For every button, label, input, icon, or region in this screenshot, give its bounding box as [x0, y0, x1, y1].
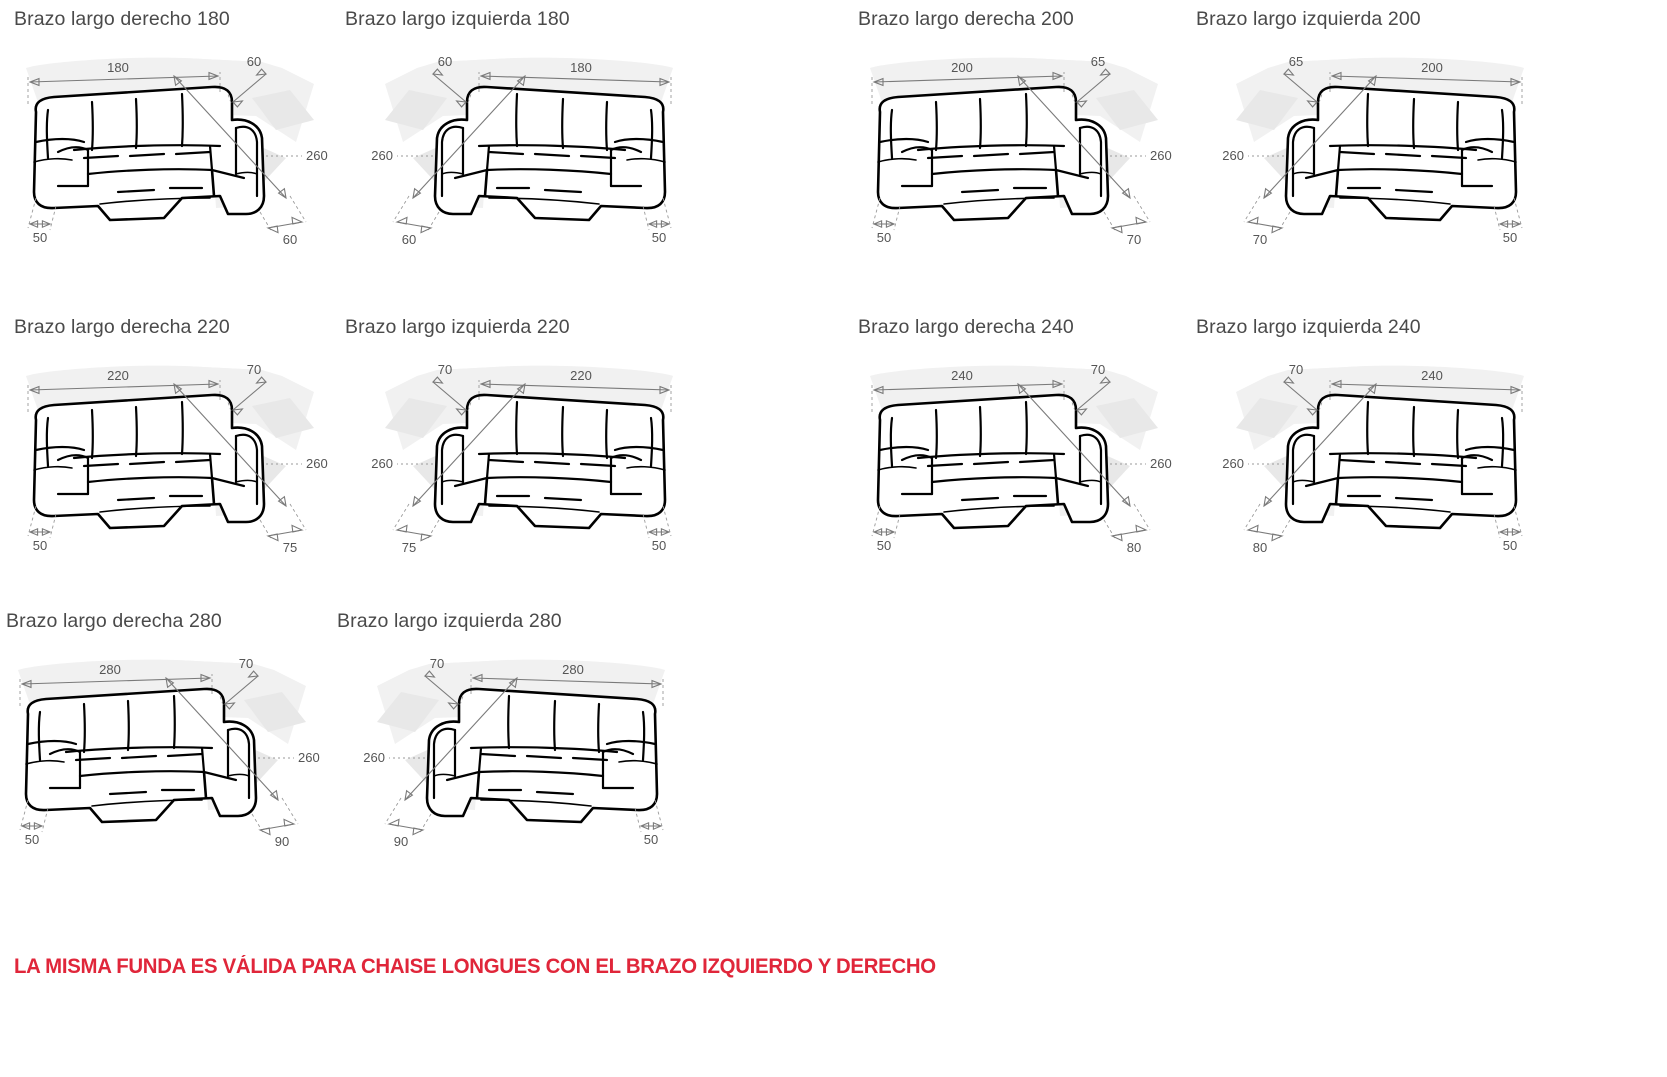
dim-depth-label: 260: [1150, 456, 1172, 471]
dim-depth-label: 260: [298, 750, 320, 765]
dim-width-label: 280: [99, 662, 121, 677]
dim-width-label: 240: [1421, 368, 1443, 383]
panel-title: Brazo largo derecha 280: [6, 610, 222, 632]
dim-chaise-label: 60: [283, 232, 297, 246]
dim-arm-label: 70: [438, 362, 452, 377]
panel-title: Brazo largo derecha 200: [858, 8, 1074, 30]
validity-banner: LA MISMA FUNDA ES VÁLIDA PARA CHAISE LON…: [14, 955, 936, 978]
sofa-diagram: 200 65 260 70 50: [1196, 46, 1536, 246]
sofa-diagram: 220 70 260 75 50: [345, 354, 685, 554]
sofa-size-panel: Brazo largo izquierda 180: [345, 8, 685, 258]
dim-depth-label: 260: [306, 456, 328, 471]
dim-width-label: 180: [570, 60, 592, 75]
dim-arm-label: 65: [1091, 54, 1105, 69]
dim-chaise-label: 90: [394, 834, 408, 848]
dim-arm-label: 60: [247, 54, 261, 69]
dim-width-label: 200: [951, 60, 973, 75]
sofa-diagram: 180 60 260 60 50: [345, 46, 685, 246]
dim-arm-label: 70: [247, 362, 261, 377]
sofa-diagram: 220 70 260 75 50: [14, 354, 354, 554]
panel-title: Brazo largo derecho 180: [14, 8, 230, 30]
sofa-size-panel: Brazo largo derecha 280: [6, 610, 346, 860]
dim-chaise-label: 75: [283, 540, 297, 554]
dim-side-label: 50: [644, 832, 658, 847]
dim-arm-label: 65: [1289, 54, 1303, 69]
dim-chaise-label: 70: [1127, 232, 1141, 246]
dim-chaise-label: 90: [275, 834, 289, 848]
sofa-diagram: 280 70 260 90 50: [6, 648, 346, 848]
dim-width-label: 220: [107, 368, 129, 383]
panel-title: Brazo largo derecha 240: [858, 316, 1074, 338]
dim-side-label: 50: [877, 230, 891, 245]
panel-title: Brazo largo derecha 220: [14, 316, 230, 338]
dim-depth-label: 260: [1222, 456, 1244, 471]
dim-side-label: 50: [33, 230, 47, 245]
dim-side-label: 50: [1503, 538, 1517, 553]
dim-chaise-label: 80: [1127, 540, 1141, 554]
dim-chaise-label: 60: [402, 232, 416, 246]
dim-arm-label: 70: [430, 656, 444, 671]
dim-width-label: 200: [1421, 60, 1443, 75]
panel-title: Brazo largo izquierda 200: [1196, 8, 1421, 30]
dim-depth-label: 260: [371, 456, 393, 471]
dim-width-label: 220: [570, 368, 592, 383]
dim-side-label: 50: [25, 832, 39, 847]
dim-chaise-label: 75: [402, 540, 416, 554]
dim-side-label: 50: [33, 538, 47, 553]
sofa-size-panel: Brazo largo derecha 240: [858, 316, 1198, 566]
dim-chaise-label: 70: [1253, 232, 1267, 246]
panel-title: Brazo largo izquierda 280: [337, 610, 562, 632]
dim-depth-label: 260: [1222, 148, 1244, 163]
sofa-diagram: 280 70 260 90 50: [337, 648, 677, 848]
dim-side-label: 50: [652, 230, 666, 245]
dim-depth-label: 260: [306, 148, 328, 163]
dim-side-label: 50: [652, 538, 666, 553]
dim-side-label: 50: [1503, 230, 1517, 245]
sofa-diagram: 200 65 260 70 50: [858, 46, 1198, 246]
sofa-diagram: 180 60 260 60 50: [14, 46, 354, 246]
panel-title: Brazo largo izquierda 240: [1196, 316, 1421, 338]
panel-title: Brazo largo izquierda 180: [345, 8, 570, 30]
sofa-diagram: 240 70 260 80 50: [1196, 354, 1536, 554]
sofa-size-panel: Brazo largo izquierda 220: [345, 316, 685, 566]
dim-side-label: 50: [877, 538, 891, 553]
sofa-size-panel: Brazo largo izquierda 240: [1196, 316, 1536, 566]
dim-chaise-label: 80: [1253, 540, 1267, 554]
dim-arm-label: 70: [1091, 362, 1105, 377]
sofa-diagram: 240 70 260 80 50: [858, 354, 1198, 554]
dim-width-label: 240: [951, 368, 973, 383]
sofa-size-panel: Brazo largo izquierda 200: [1196, 8, 1536, 258]
dim-width-label: 280: [562, 662, 584, 677]
dim-depth-label: 260: [1150, 148, 1172, 163]
dim-arm-label: 70: [239, 656, 253, 671]
sofa-size-panel: Brazo largo derecho 180: [14, 8, 354, 258]
dim-width-label: 180: [107, 60, 129, 75]
dim-depth-label: 260: [363, 750, 385, 765]
sofa-size-panel: Brazo largo izquierda 280: [337, 610, 677, 860]
sofa-size-panel: Brazo largo derecha 220: [14, 316, 354, 566]
dim-arm-label: 60: [438, 54, 452, 69]
dim-arm-label: 70: [1289, 362, 1303, 377]
sofa-size-panel: Brazo largo derecha 200: [858, 8, 1198, 258]
dim-depth-label: 260: [371, 148, 393, 163]
panel-title: Brazo largo izquierda 220: [345, 316, 570, 338]
